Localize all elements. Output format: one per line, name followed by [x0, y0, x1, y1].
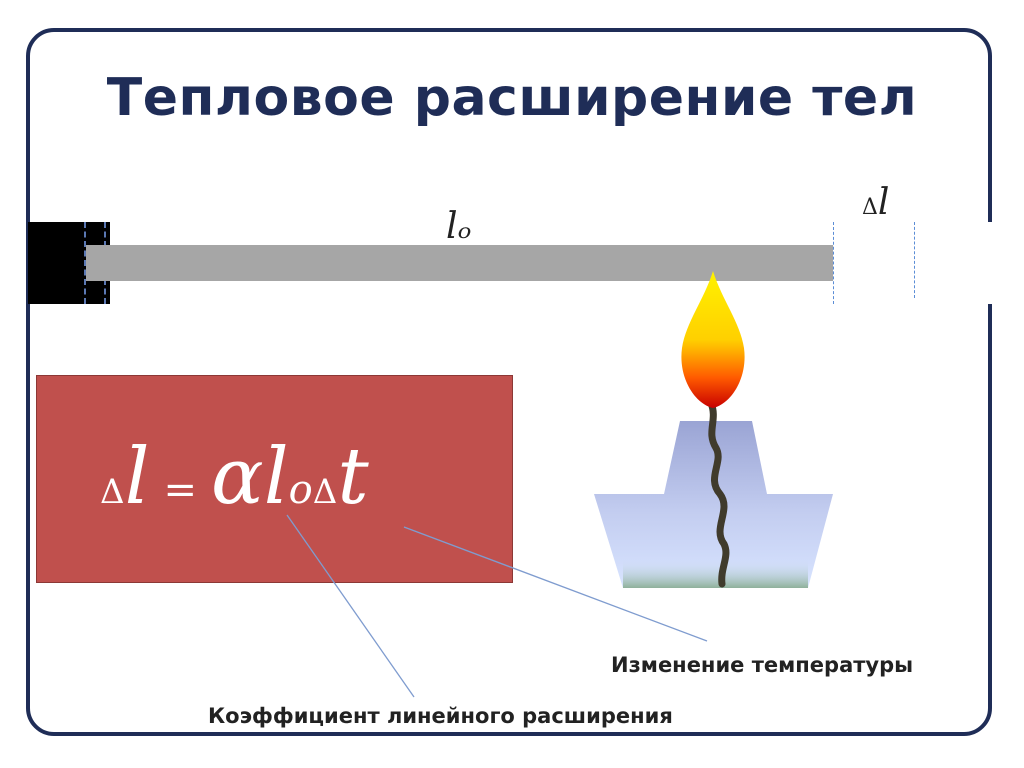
delta-l-label: Δl [862, 182, 889, 223]
slide-title: Тепловое расширение тел [106, 68, 918, 128]
burner-icon [594, 421, 833, 588]
flame-icon [681, 271, 745, 408]
rod-length-label: lₒ [446, 206, 472, 247]
metal-rod [86, 245, 833, 281]
expansion-start-line [833, 222, 834, 304]
formula-l: l [124, 432, 150, 522]
pointer-coefficient [286, 514, 415, 698]
expansion-end-line [914, 222, 915, 298]
delta-symbol: Δ [862, 195, 878, 220]
clamp-dash-left [84, 222, 86, 304]
formula-equals: = [163, 467, 198, 513]
formula-box [36, 375, 513, 583]
formula-subscript: o [288, 467, 313, 513]
formula-t: t [337, 432, 369, 522]
expansion-formula: Δl=αloΔt [100, 432, 369, 522]
frame-gap [975, 222, 1005, 304]
formula-l0: l [263, 432, 289, 522]
formula-delta-1: Δ [100, 472, 125, 512]
formula-alpha: α [211, 432, 264, 522]
pointer-temperature [403, 526, 708, 642]
delta-variable: l [877, 182, 890, 223]
caption-temperature-change: Изменение температуры [611, 653, 914, 677]
caption-expansion-coefficient: Коэффициент линейного расширения [208, 704, 673, 728]
wick [707, 399, 730, 588]
formula-delta-2: Δ [312, 472, 338, 512]
